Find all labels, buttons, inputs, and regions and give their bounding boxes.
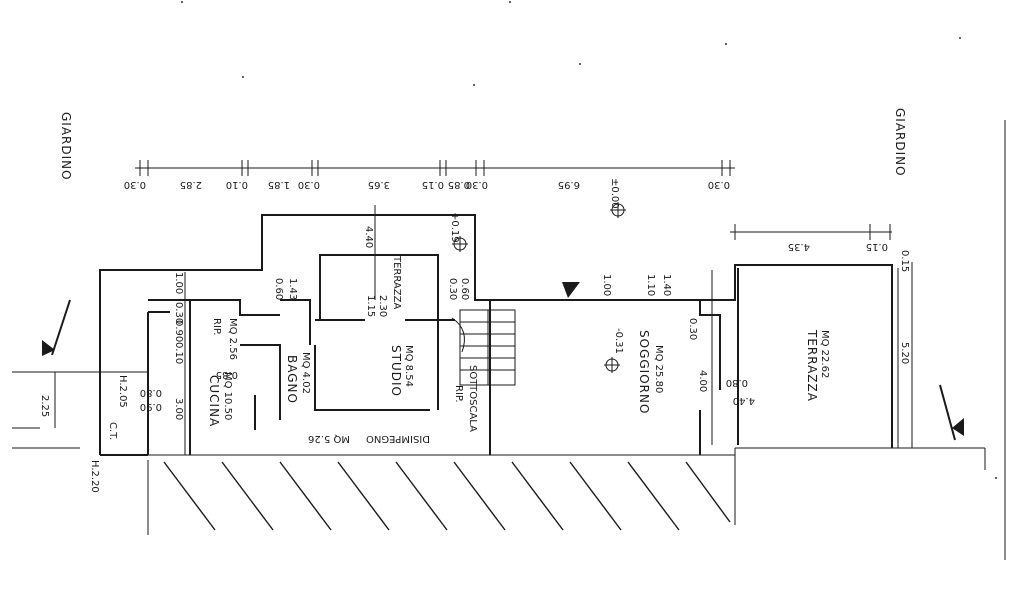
- dim-label: 0.30: [124, 179, 146, 190]
- misc-notes: C.T. H.2.05 H.2.20 -0.31 ±0.00 +0.19: [89, 178, 624, 493]
- dim-label: 0.30: [447, 278, 458, 300]
- dim-label: 0.15: [422, 179, 444, 190]
- room-name-bagno: BAGNO: [285, 355, 299, 404]
- dim-label: 1.10: [645, 274, 656, 296]
- dim-label: 0.10: [226, 179, 248, 190]
- dim-label: 1.85: [268, 179, 290, 190]
- level-label-031: -0.31: [613, 328, 624, 354]
- dim-label: 4.00: [697, 370, 708, 392]
- dim-label: 0.85: [448, 179, 470, 190]
- room-name-rip2: RIP.: [453, 385, 464, 403]
- room-area-disimpegno: MQ 5.26: [308, 433, 350, 444]
- dim-label: 0.80: [140, 387, 162, 398]
- dim-label: 0.30: [298, 179, 320, 190]
- room-name-soggiorno: SOGGIORNO: [637, 330, 651, 414]
- terrace-dimension-line: 4.35 0.15: [730, 224, 892, 252]
- room-area-studio: MQ 8.54: [403, 345, 414, 387]
- room-note-rip2: SOTTOSCALA: [467, 365, 478, 432]
- room-name-terrazza-top: TERRAZZA: [391, 255, 402, 309]
- level-label-019: +0.19: [449, 212, 460, 243]
- ct-label: C.T.: [107, 422, 118, 440]
- dim-label: 0.30: [708, 179, 730, 190]
- dim-label: 0.15: [899, 250, 910, 272]
- room-area-soggiorno: MQ 25.80: [653, 345, 664, 393]
- left-dimensions: 1.00 0.30 0.90 0.10 3.00 2.25: [39, 272, 186, 455]
- level-marker-019: [452, 236, 468, 252]
- staircase: [451, 309, 516, 386]
- scan-specks: [181, 1, 997, 479]
- dim-label: 3.65: [368, 179, 390, 190]
- room-name-cucina: CUCINA: [207, 375, 221, 427]
- level-marker-031: [604, 357, 620, 373]
- section-marker-right: [939, 384, 964, 441]
- inner-walls: [147, 254, 735, 456]
- dim-label: 0.60: [273, 278, 284, 300]
- room-labels: CUCINA MQ 10.50 RIP. MQ 2.56 BAGNO MQ 4.…: [207, 255, 830, 444]
- north-arrow-triangle: [562, 282, 580, 298]
- room-area-cucina: MQ 10.50: [222, 372, 233, 420]
- dim-label: 5.20: [899, 342, 910, 364]
- room-area-bagno: MQ 4.02: [300, 352, 311, 394]
- outer-walls: [12, 214, 986, 470]
- room-name-rip1: RIP.: [211, 318, 222, 336]
- room-name-terrazza: TERRAZZA: [805, 329, 819, 402]
- garden-label-left: GIARDINO: [59, 112, 73, 181]
- dim-label: 1.43: [287, 278, 298, 300]
- dim-label: 0.60: [459, 278, 470, 300]
- dim-label: 1.40: [661, 274, 672, 296]
- dim-label: 0.90: [140, 401, 162, 412]
- middle-dimensions: 0.60 1.43 1.15 2.30 0.30 0.60 4.40: [273, 205, 470, 317]
- height-label-220: H.2.20: [89, 460, 100, 493]
- dim-label: 4.40: [363, 226, 374, 248]
- dim-label: 2.25: [39, 395, 50, 417]
- dim-label: 4.35: [788, 241, 810, 252]
- height-label-205: H.2.05: [117, 375, 128, 408]
- dim-label: 0.85: [216, 369, 238, 380]
- dim-label: 0.30: [687, 318, 698, 340]
- top-dimension-line: [135, 160, 735, 176]
- section-marker-left: [42, 299, 71, 356]
- dim-label: 1.15: [365, 295, 376, 317]
- dim-label: 2.30: [377, 295, 388, 317]
- dim-label: 6.95: [558, 179, 580, 190]
- dim-label: 0.30: [466, 179, 488, 190]
- right-dimensions: 1.00 1.10 1.40 0.30 4.00 5.20 0.15 0.80 …: [140, 250, 913, 448]
- dim-label: 0.15: [866, 241, 888, 252]
- dim-label: 1.00: [601, 274, 612, 296]
- dim-label: 0.30: [173, 302, 184, 324]
- garden-label-right: GIARDINO: [893, 108, 907, 177]
- room-name-studio: STUDIO: [389, 345, 403, 397]
- dim-label: 4.40: [733, 395, 755, 406]
- dim-label: 0.90: [173, 320, 184, 342]
- dim-label: 0.80: [726, 377, 748, 388]
- room-area-terrazza: MQ 22.62: [819, 330, 830, 378]
- level-marker-000: [610, 202, 626, 218]
- dim-label: 2.85: [180, 179, 202, 190]
- room-area-rip1: MQ 2.56: [227, 318, 238, 360]
- top-dimension-labels: 0.30 2.85 0.10 1.85 0.30 3.65 0.15 0.85 …: [124, 179, 730, 190]
- dim-label: 3.00: [173, 398, 184, 420]
- room-name-disimpegno: DISIMPEGNO: [366, 433, 430, 444]
- ground-hatch: [147, 447, 985, 535]
- dim-label: 0.10: [173, 342, 184, 364]
- dim-label: 1.00: [173, 272, 184, 294]
- level-label-000: ±0.00: [609, 178, 620, 209]
